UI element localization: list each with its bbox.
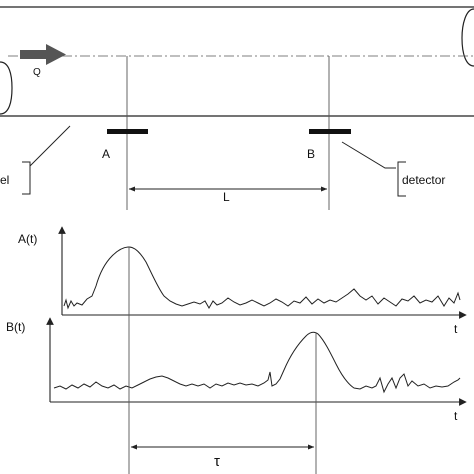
detector-a-label: A (102, 147, 110, 161)
detector-b-bar (309, 129, 351, 134)
delay-label: τ (214, 453, 220, 470)
signal-b-axes (46, 317, 467, 406)
pipe-right-end (461, 8, 474, 67)
pipe (0, 6, 474, 117)
signal-b-xlabel: t (454, 409, 458, 423)
left-callout-bracket (22, 161, 31, 195)
detector-b-label: B (307, 147, 315, 161)
flow-arrow (20, 44, 66, 65)
signal-a-xlabel: t (454, 322, 458, 336)
signal-a-curve (63, 246, 461, 310)
left-callout-leader (29, 125, 71, 167)
pipe-left-end (0, 61, 13, 115)
detector-a-bar (107, 129, 148, 134)
right-callout-label: detector (402, 173, 445, 187)
signal-b-curve (53, 331, 461, 394)
signal-a-ylabel: A(t) (18, 232, 37, 246)
right-callout-leader (341, 141, 396, 169)
signal-b-ylabel: B(t) (6, 320, 25, 334)
signal-a-axes (58, 226, 467, 319)
left-callout-label: el (0, 173, 9, 187)
flow-label: Q (33, 67, 41, 78)
distance-label: L (223, 190, 230, 204)
right-callout-bracket (397, 161, 406, 197)
